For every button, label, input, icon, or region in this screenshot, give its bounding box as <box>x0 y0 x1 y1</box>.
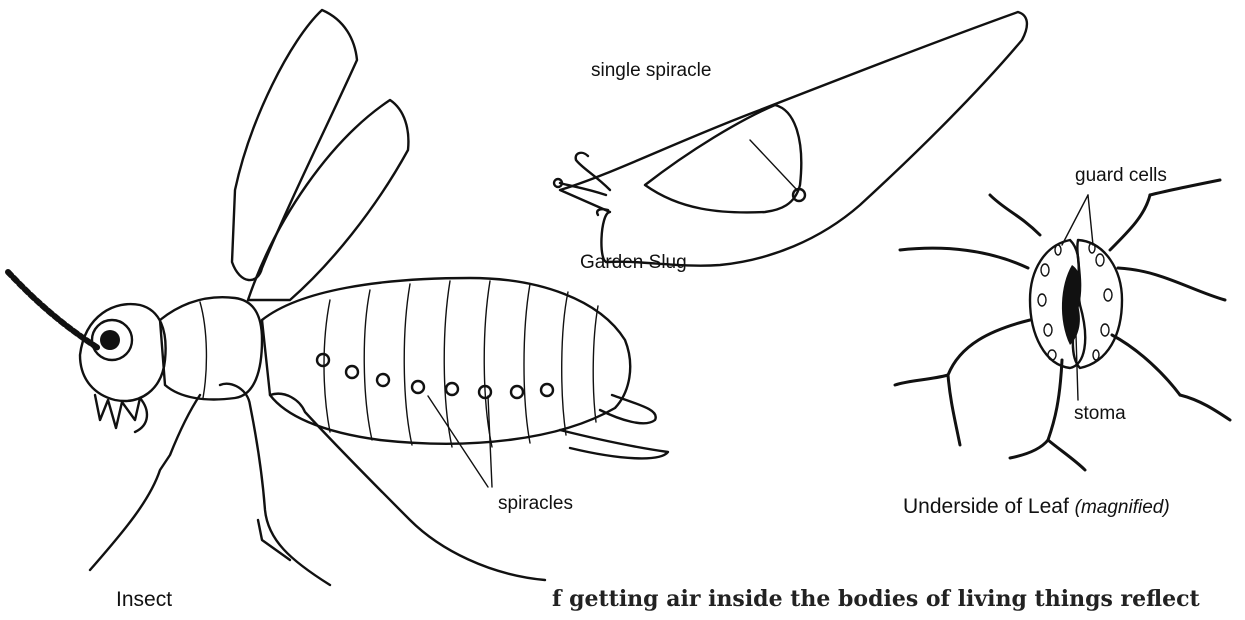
insect-spiracles <box>317 354 553 398</box>
stoma-label: stoma <box>1074 403 1126 425</box>
insect-thorax <box>160 297 262 399</box>
insect-lower-wing <box>248 100 408 300</box>
guard-cells-label: guard cells <box>1075 165 1167 187</box>
magnified-label: (magnified) <box>1075 497 1170 518</box>
insect-middle-leg <box>220 384 330 585</box>
garden-slug-label: Garden Slug <box>580 252 687 274</box>
single-spiracle-label: single spiracle <box>591 60 711 82</box>
slug-drawing <box>554 12 1027 266</box>
caption-text: f getting air inside the bodies of livin… <box>552 586 1200 612</box>
slug-mantle <box>645 105 801 212</box>
spiracles-label: spiracles <box>498 493 573 515</box>
underside-of-leaf-label: Underside of Leaf <box>903 495 1069 518</box>
leaf-drawing <box>895 180 1230 470</box>
thorax-segment-line <box>200 302 206 398</box>
leaf-title: Underside of Leaf (magnified) <box>903 495 1170 519</box>
insect-label: Insect <box>116 588 172 612</box>
insect-head <box>80 304 166 401</box>
insect-eye-pupil <box>100 330 120 350</box>
slug-body <box>560 12 1027 266</box>
